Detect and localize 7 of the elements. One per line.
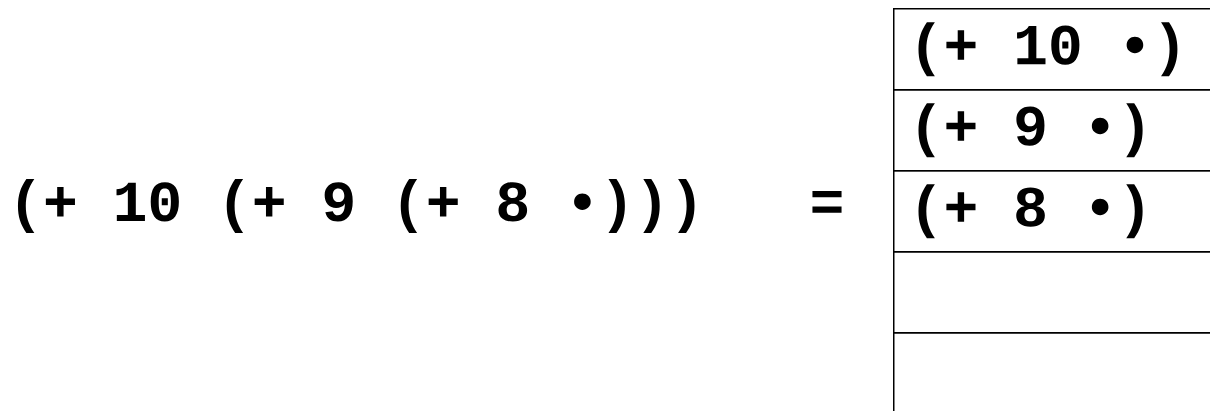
empty-stack-cell bbox=[893, 251, 1210, 334]
equals-sign: = bbox=[812, 190, 842, 213]
expression: (+ 10 (+ 9 (+ 8 •))) bbox=[17, 178, 695, 233]
empty-stack-cell bbox=[893, 332, 1210, 411]
stack-cell: (+ 8 •) bbox=[893, 170, 1210, 253]
stack-cell: (+ 10 •) bbox=[893, 8, 1210, 91]
stack-cell: (+ 9 •) bbox=[893, 89, 1210, 172]
